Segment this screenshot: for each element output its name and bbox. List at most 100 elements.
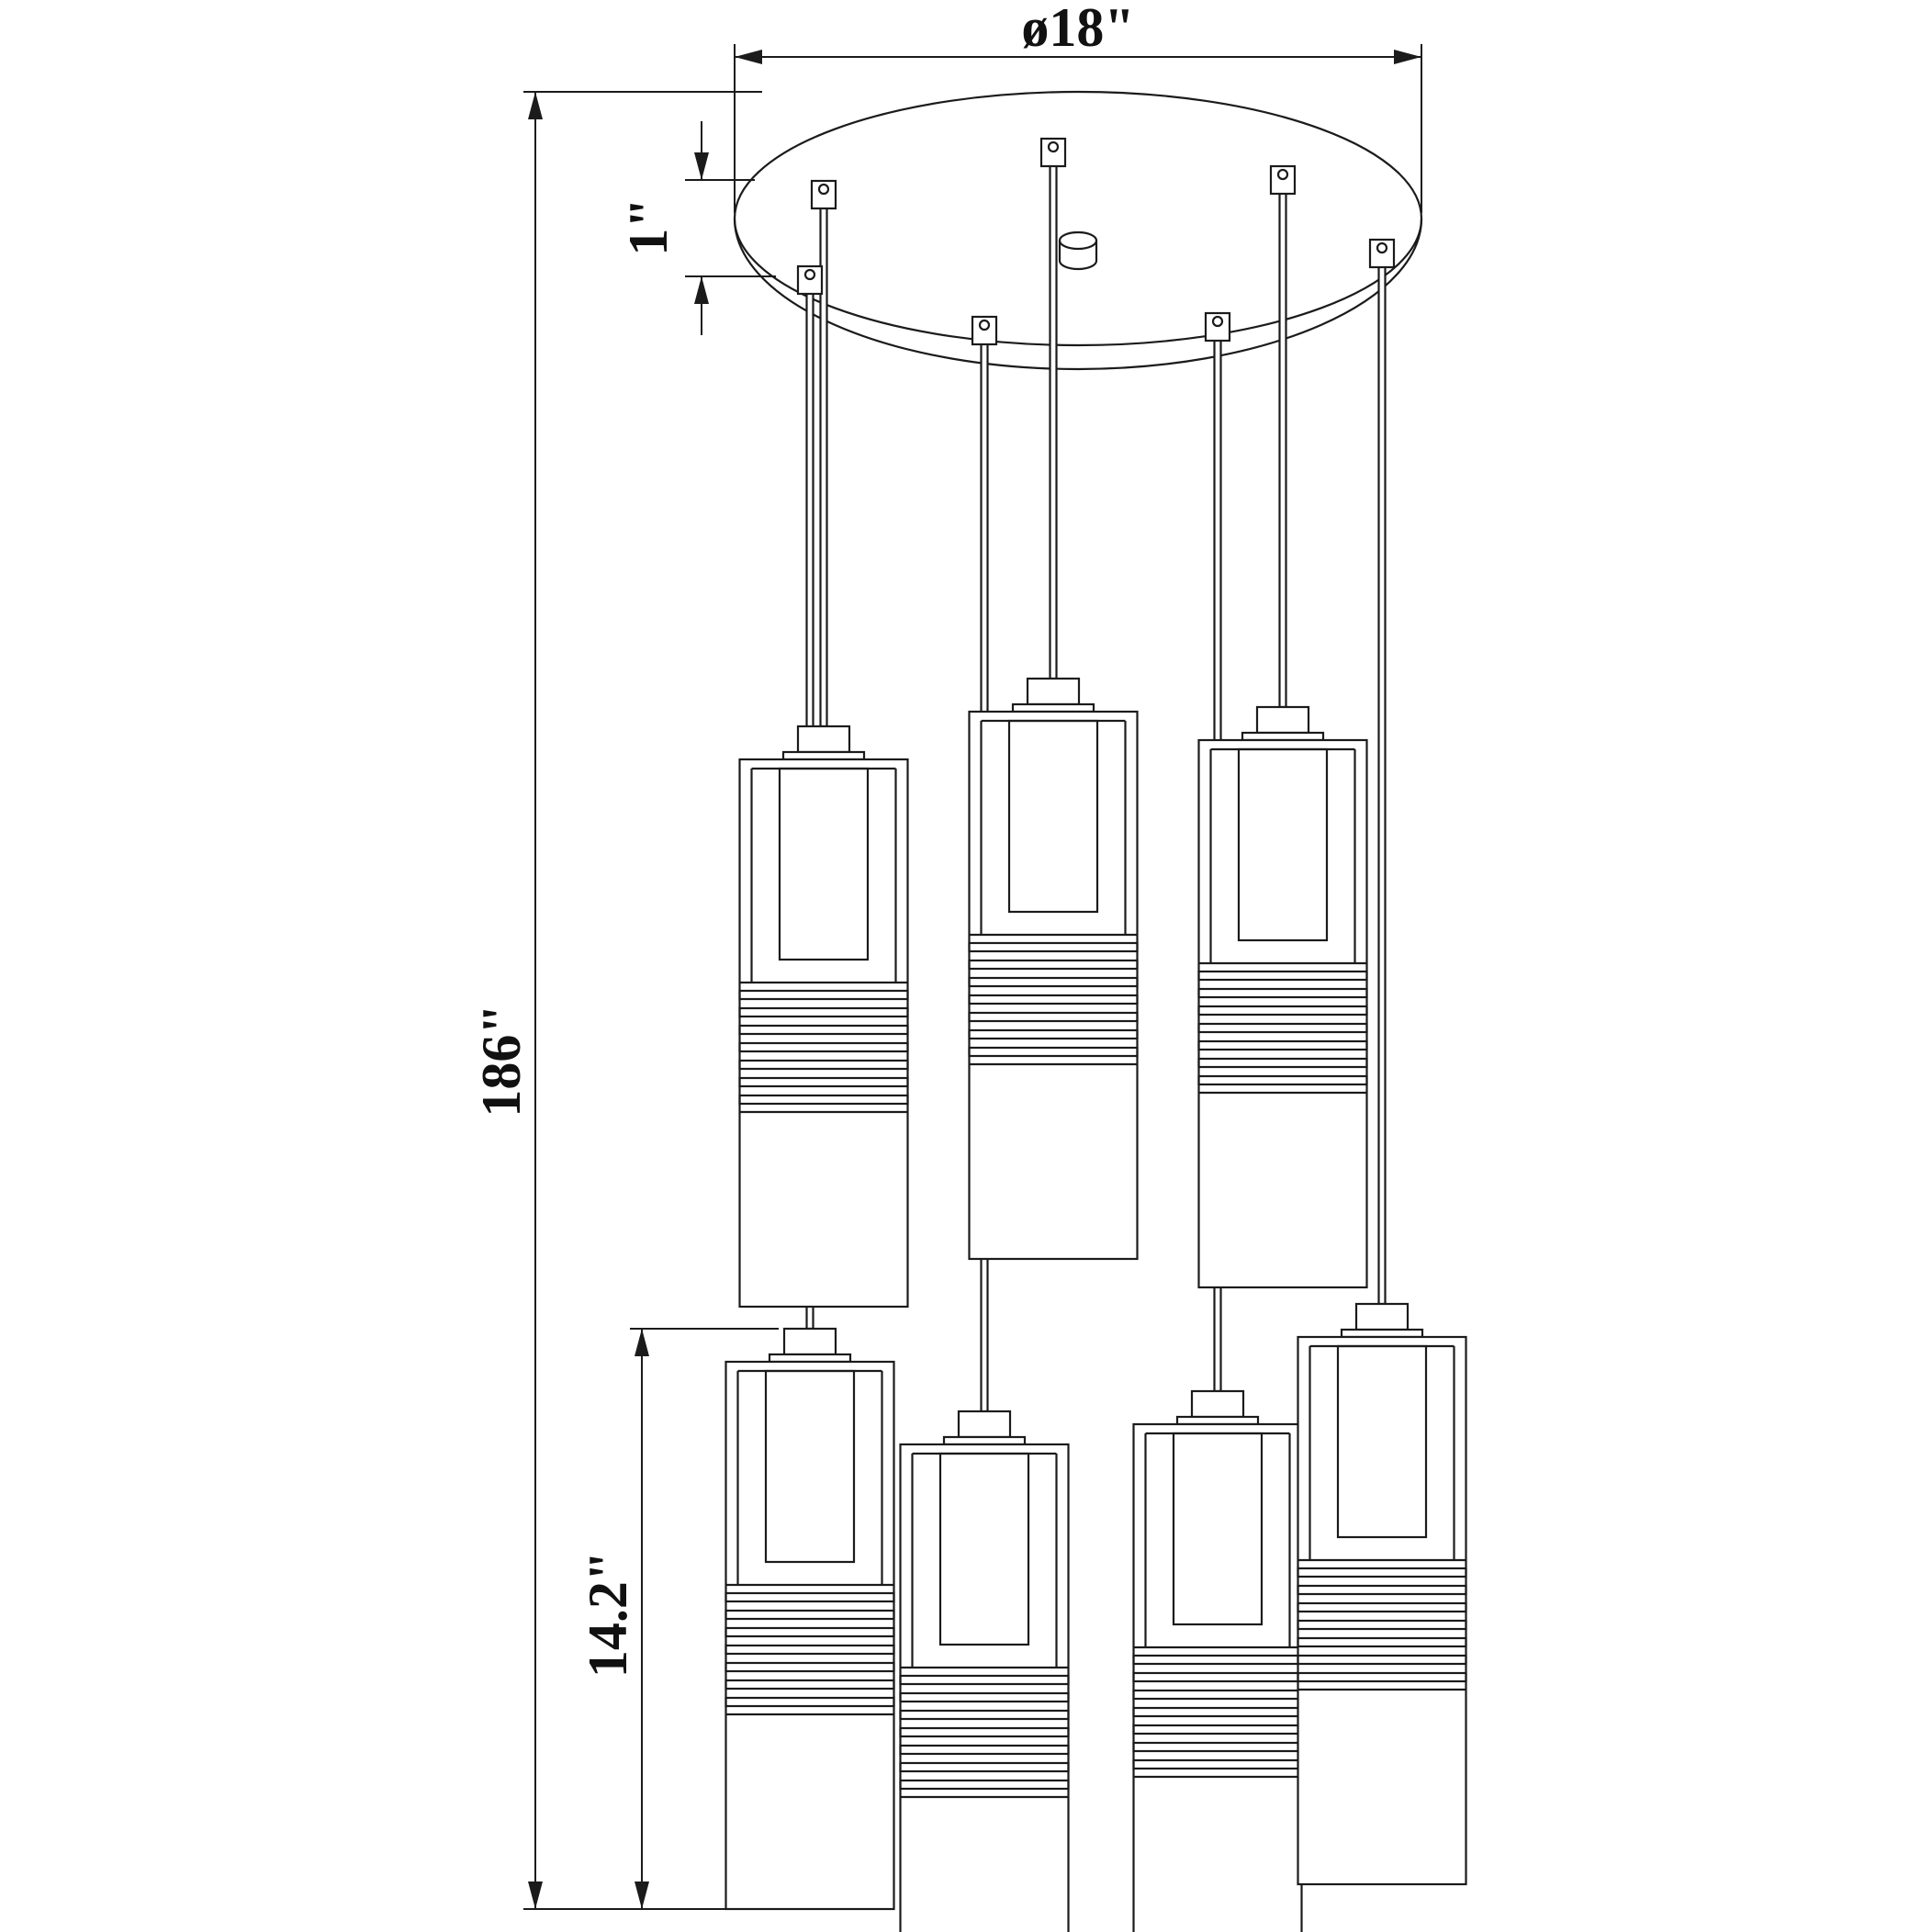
connector-screw (1276, 168, 1289, 181)
pendant-flange (781, 750, 866, 761)
dimension-arrow (735, 50, 762, 64)
pendant (1197, 705, 1368, 1289)
pendant-fitter (796, 724, 851, 754)
pendant-fitter (1026, 677, 1081, 706)
pendant-socket (1007, 719, 1099, 914)
hub-body (1058, 241, 1098, 271)
connector-screw (817, 183, 830, 196)
pendant (1132, 1389, 1303, 1932)
shade-rib (968, 959, 1139, 971)
canopy-plate (733, 90, 1423, 347)
shade-rib (899, 1761, 1070, 1773)
hang-rod (1049, 163, 1058, 680)
shade-rib (968, 1011, 1139, 1023)
shade-rib (968, 1028, 1139, 1040)
overall-height-label: 186" (471, 1004, 532, 1117)
shade-rib (724, 1626, 895, 1638)
hang-rod (1377, 264, 1387, 1306)
shade-rib (1197, 1022, 1368, 1034)
shade-rib (968, 976, 1139, 988)
rod-connector (1039, 137, 1067, 168)
shade-rib (724, 1679, 895, 1690)
shade-rib (738, 1041, 909, 1053)
connector-screw (1047, 140, 1060, 153)
shade-rib (738, 1024, 909, 1036)
pendant-flange (768, 1353, 852, 1364)
shade-rib (899, 1726, 1070, 1738)
connector-screw (1376, 242, 1388, 254)
connector-screw (1211, 315, 1224, 328)
shade-rib (899, 1691, 1070, 1703)
connector-screw (978, 319, 991, 331)
shade-rib (738, 1094, 909, 1106)
pendant-shade (899, 1443, 1070, 1932)
shade-rib (1197, 987, 1368, 999)
rod-connectors (796, 137, 1396, 346)
rod-connector (1368, 238, 1396, 269)
shade-rib (738, 989, 909, 1001)
shade-rib (1297, 1671, 1467, 1683)
shade-rib (899, 1779, 1070, 1791)
hub-top (1058, 230, 1098, 251)
pendant-fitter (1354, 1302, 1410, 1331)
shade-rib (1197, 1039, 1368, 1051)
pendant (738, 724, 909, 1309)
shade-rib (1297, 1584, 1467, 1596)
rod-connector (810, 179, 837, 210)
pendant-socket (938, 1452, 1030, 1646)
pendant-socket (778, 767, 870, 961)
dimension-arrow (528, 92, 543, 119)
dimension-annotations: ø18" 186" 14.2" 1" (471, 0, 1422, 1910)
pendant-socket (1237, 747, 1329, 942)
shade-rib (738, 1076, 909, 1088)
shade-rib (724, 1661, 895, 1673)
shade-rib (724, 1591, 895, 1603)
shade-rib (899, 1744, 1070, 1756)
dimension-arrow (694, 152, 709, 180)
pendant-fitter (1255, 705, 1310, 735)
dimension-arrow (528, 1881, 543, 1909)
rod-connector (1204, 311, 1231, 343)
shade-rib (1297, 1654, 1467, 1666)
shade-rib (1197, 1005, 1368, 1017)
pendant-shade (1132, 1422, 1303, 1932)
connector-screw (803, 268, 816, 281)
shade-rib (1197, 970, 1368, 982)
pendant-fitter (957, 1410, 1012, 1439)
pendant-flange (942, 1435, 1027, 1446)
rod-connector (796, 264, 824, 296)
shade-rib (899, 1674, 1070, 1686)
shade-rib (1297, 1636, 1467, 1648)
dimension-arrow (635, 1881, 649, 1909)
pendants (724, 677, 1467, 1932)
dimension-arrow (694, 276, 709, 304)
pendant (1297, 1302, 1467, 1886)
pendant-flange (1241, 731, 1325, 742)
pendant-flange (1340, 1328, 1424, 1339)
pendant-flange (1011, 702, 1095, 713)
pendant-socket (764, 1369, 856, 1564)
hang-rod (1278, 191, 1287, 709)
pendant-fitter (1190, 1389, 1245, 1419)
shade-rib (738, 1059, 909, 1071)
rod-connector (1269, 164, 1297, 196)
shade-rib (1197, 1057, 1368, 1069)
canopy (733, 90, 1423, 371)
pendant (968, 677, 1139, 1261)
shade-rib (724, 1644, 895, 1656)
pendant-socket (1336, 1344, 1428, 1539)
canopy-diameter-label: ø18" (1021, 0, 1134, 58)
shade-rib (1197, 1074, 1368, 1086)
shade-rib (1297, 1619, 1467, 1631)
pendant (724, 1327, 895, 1911)
shade-rib (899, 1709, 1070, 1721)
shade-rib (724, 1609, 895, 1621)
shade-rib (724, 1696, 895, 1708)
shade-rib (968, 941, 1139, 953)
pendant-socket (1172, 1432, 1264, 1626)
pendant-fitter (782, 1327, 837, 1356)
canopy-center-hub (1058, 230, 1098, 271)
shade-rib (1297, 1601, 1467, 1613)
shade-rib (968, 1046, 1139, 1058)
